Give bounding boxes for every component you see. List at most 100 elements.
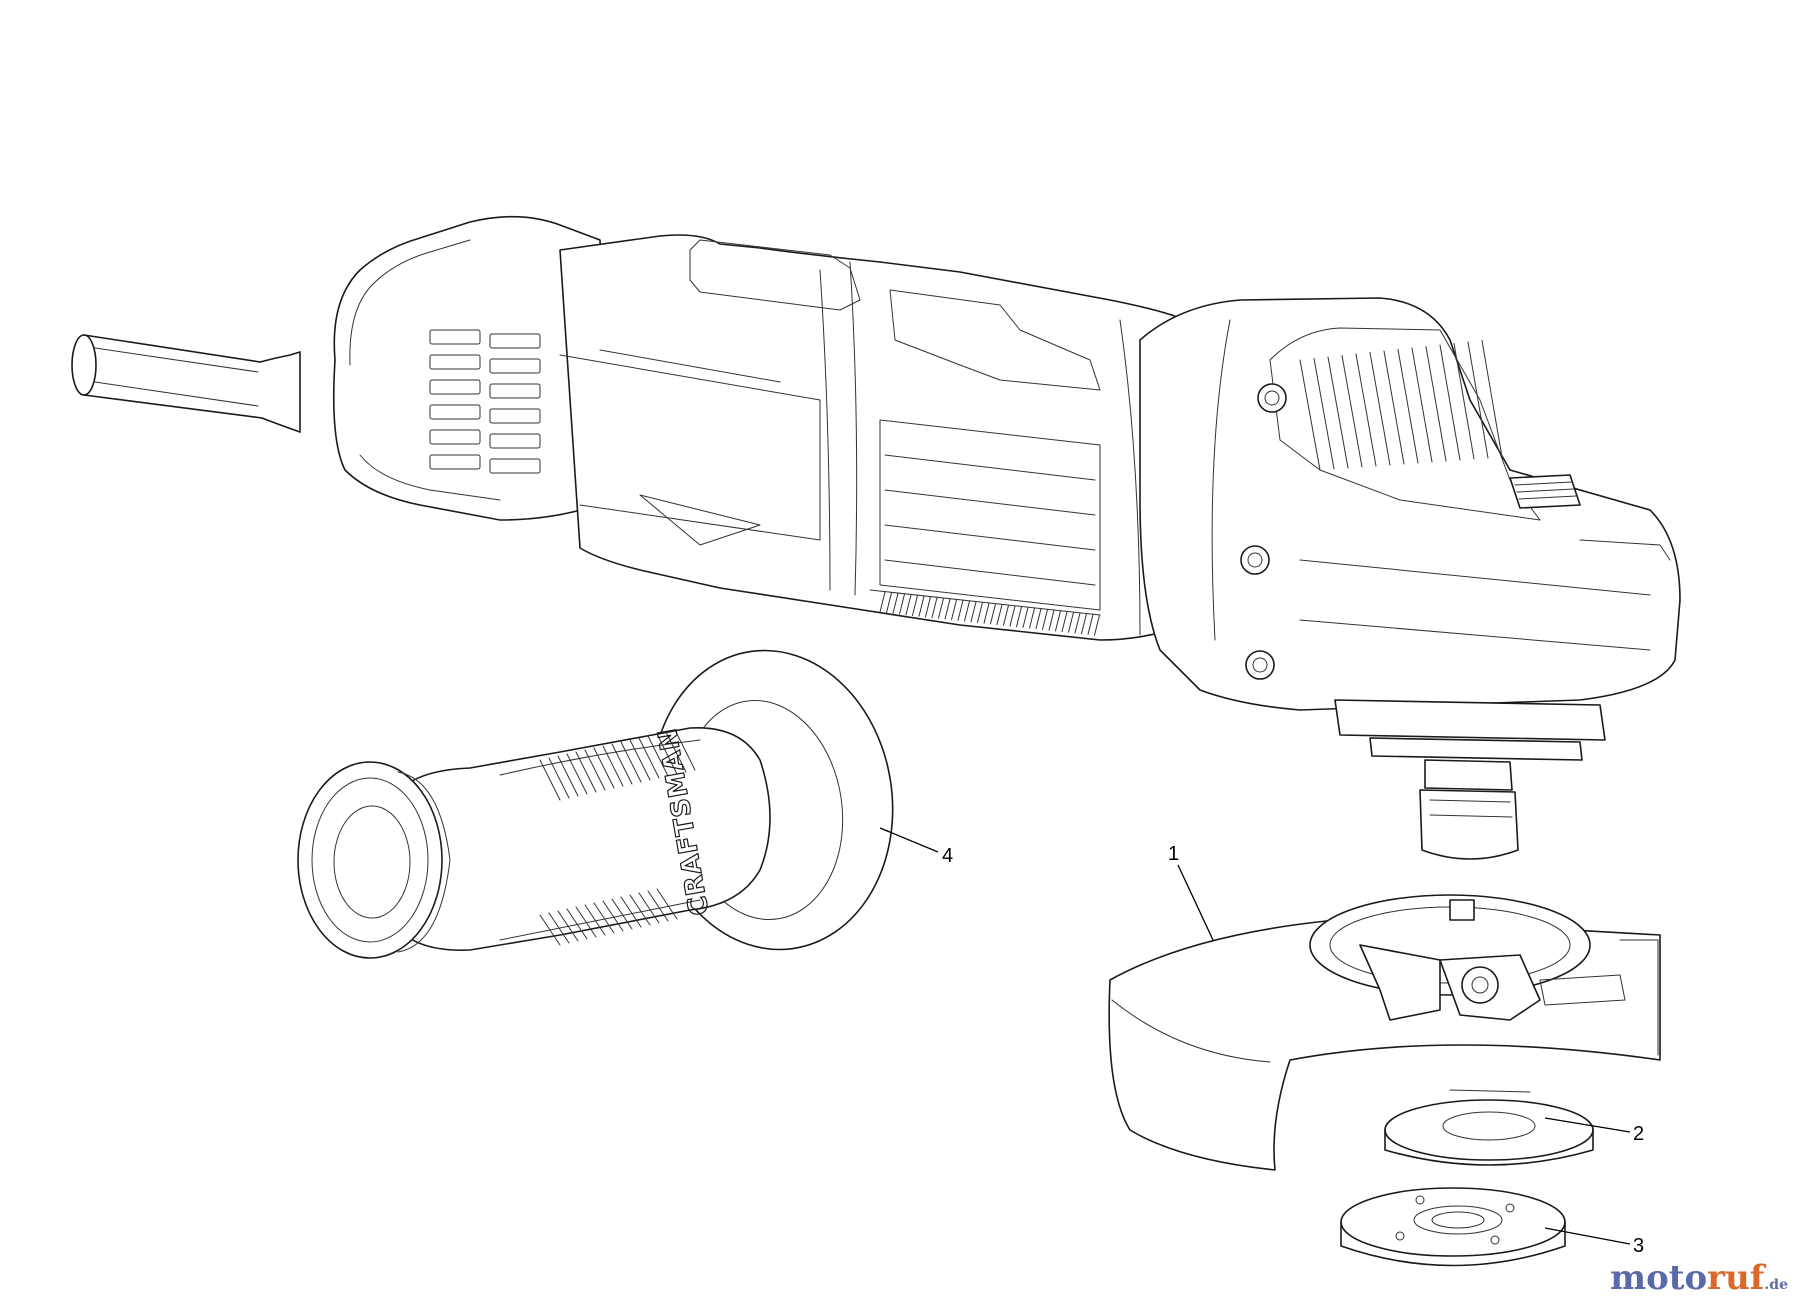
grip-texture-rib xyxy=(1003,604,1009,626)
callout-number-3: 3 xyxy=(1633,1235,1644,1257)
inner-flange xyxy=(1384,1089,1594,1166)
head-rib xyxy=(1383,350,1405,465)
housing-screws xyxy=(1240,383,1287,680)
grip-texture-rib xyxy=(931,597,938,619)
watermark-suffix: .de xyxy=(1764,1277,1788,1293)
handle-rib xyxy=(548,912,570,944)
motor-housing xyxy=(559,234,1201,641)
grip-texture-rib xyxy=(1055,610,1061,632)
callout-3: 3 xyxy=(1544,1227,1644,1257)
handle-rib xyxy=(656,888,678,920)
grip-texture-rib xyxy=(1029,607,1035,629)
grip-texture-rib xyxy=(983,602,990,624)
grip-texture-rib xyxy=(1022,606,1029,628)
head-rib xyxy=(1313,358,1335,470)
handle-rib xyxy=(584,904,606,936)
grip-texture-rib xyxy=(1087,613,1094,635)
handle-rib xyxy=(647,890,669,922)
handle-rib xyxy=(548,757,570,799)
head-rib xyxy=(1397,349,1419,464)
gear-head xyxy=(1139,297,1681,711)
handle-rib xyxy=(638,892,660,924)
head-rib xyxy=(1481,340,1503,458)
handle-ribs xyxy=(539,729,696,946)
handle-rib xyxy=(674,729,696,771)
grip-texture-rib xyxy=(964,600,970,622)
grip-texture-rib xyxy=(977,602,983,623)
head-rib xyxy=(1467,341,1489,459)
head-rib xyxy=(1299,359,1321,471)
handle-rib xyxy=(647,735,669,777)
handle-rib xyxy=(593,902,615,934)
grip-texture-rib xyxy=(892,592,899,614)
grip-texture-rib xyxy=(918,595,925,617)
handle-rib xyxy=(575,906,597,938)
grip-texture-rib xyxy=(912,595,918,616)
callout-4: 4 xyxy=(879,827,953,867)
handle-rib xyxy=(584,749,606,791)
spindle xyxy=(1334,699,1606,860)
grip-texture-rib xyxy=(899,593,905,615)
grip-texture-rib xyxy=(1068,611,1074,633)
grip-texture-rib xyxy=(970,601,977,623)
handle-rib xyxy=(620,896,642,928)
handle-rib xyxy=(638,737,660,779)
grip-texture-rib xyxy=(996,604,1003,626)
wheel-guard xyxy=(1108,894,1661,1171)
angle-grinder xyxy=(71,215,1681,860)
handle-rib xyxy=(557,910,579,942)
grip-texture-rib xyxy=(1094,614,1100,636)
vent-slots xyxy=(429,329,541,474)
head-rib xyxy=(1453,343,1475,460)
power-cord xyxy=(71,334,301,433)
head-rib xyxy=(1327,356,1349,469)
grip-texture-rib xyxy=(1016,606,1022,628)
grip-texture-rib xyxy=(1009,605,1016,627)
callout-number-1: 1 xyxy=(1168,843,1179,865)
guard-clamp xyxy=(1359,944,1626,1021)
head-rib xyxy=(1369,352,1391,466)
handle-rib xyxy=(566,753,588,795)
rear-housing xyxy=(332,215,613,521)
head-rib xyxy=(1439,344,1461,461)
outer-flange-nut xyxy=(1340,1187,1566,1267)
grip-texture-rib xyxy=(1048,609,1055,631)
side-handle: CRAFTSMAN xyxy=(297,649,894,959)
grip-texture-rib xyxy=(990,603,996,625)
grip-texture-rib xyxy=(886,592,892,614)
handle-rib xyxy=(611,743,633,785)
handle-rib xyxy=(602,745,624,787)
callout-number-4: 4 xyxy=(942,845,953,867)
grip-texture-rib xyxy=(879,591,886,613)
grip-texture-rib xyxy=(951,599,957,621)
head-rib xyxy=(1355,353,1377,467)
grip-texture-rib xyxy=(1035,608,1042,630)
handle-rib xyxy=(539,914,561,946)
handle-rib xyxy=(566,908,588,940)
spindle-lock-ribs xyxy=(1299,340,1503,471)
grip-texture-rib xyxy=(1042,609,1048,630)
callout-1: 1 xyxy=(1168,843,1214,941)
callout-2: 2 xyxy=(1544,1117,1644,1145)
grip-texture xyxy=(879,591,1100,636)
handle-rib xyxy=(656,733,678,775)
handle-rib xyxy=(611,898,633,930)
grip-texture-rib xyxy=(905,594,912,616)
watermark-part1: moto xyxy=(1610,1258,1708,1298)
handle-rib xyxy=(665,731,687,773)
grip-texture-rib xyxy=(944,598,951,620)
handle-rib xyxy=(539,759,561,801)
grip-texture-rib xyxy=(1061,611,1068,633)
handle-rib xyxy=(602,900,624,932)
spindle-lock-button xyxy=(1509,474,1581,509)
handle-rib xyxy=(575,751,597,793)
handle-rib xyxy=(557,755,579,797)
grip-texture-rib xyxy=(1081,613,1087,635)
grip-texture-rib xyxy=(1074,612,1081,634)
handle-rib xyxy=(620,741,642,783)
handle-rib xyxy=(629,894,651,926)
head-rib xyxy=(1341,355,1363,468)
callout-number-2: 2 xyxy=(1633,1123,1644,1145)
